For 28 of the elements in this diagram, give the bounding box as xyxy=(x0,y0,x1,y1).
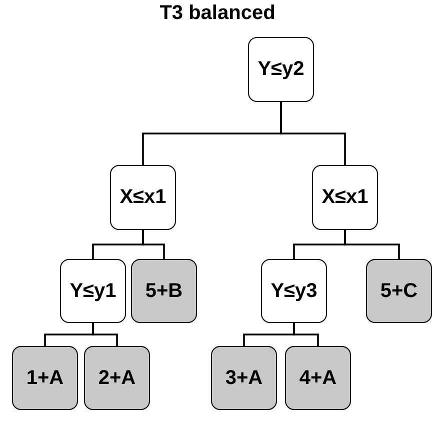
connector-line xyxy=(344,230,400,259)
leaf-node xyxy=(131,259,197,323)
node-label: 3+A xyxy=(225,366,263,390)
node-label: 2+A xyxy=(98,366,136,390)
decision-node xyxy=(261,259,327,323)
node-label: X≤x1 xyxy=(322,186,368,209)
decision-node xyxy=(312,165,378,230)
node-label: Y≤y3 xyxy=(270,280,318,302)
node-label: Y≤y1 xyxy=(70,280,116,302)
leaf-node xyxy=(366,259,432,323)
leaf-node xyxy=(12,346,78,410)
leaf-node xyxy=(211,346,277,410)
leaf-node xyxy=(285,346,351,410)
node-label: 5+C xyxy=(380,280,418,302)
node-label: 5+B xyxy=(145,280,183,302)
connector-line xyxy=(142,230,165,259)
leaf-node xyxy=(84,346,150,410)
connector-line xyxy=(293,323,319,346)
diagram-title: T3 balanced xyxy=(158,2,276,25)
node-label: 4+A xyxy=(299,366,337,390)
connector-line xyxy=(280,102,346,165)
connector-line xyxy=(92,323,118,346)
node-label: Y≤y2 xyxy=(258,58,304,81)
node-label: X≤x1 xyxy=(120,186,166,209)
decision-node xyxy=(248,37,314,102)
node-label: 1+A xyxy=(26,366,64,390)
decision-node xyxy=(110,165,176,230)
decision-node xyxy=(60,259,126,323)
